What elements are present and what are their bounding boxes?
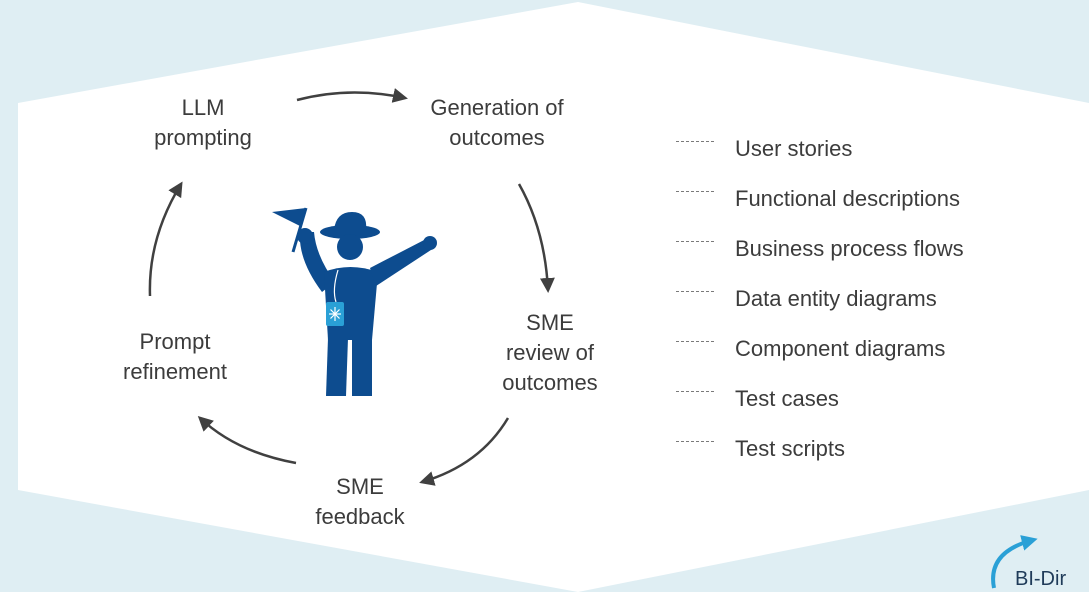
dash-connector (676, 141, 714, 142)
outputs-list: User stories Functional descriptions Bus… (676, 132, 964, 482)
list-item: Test cases (676, 382, 964, 432)
arrow-generation-to-review (517, 183, 555, 293)
arrow-llm-to-generation (296, 88, 408, 103)
node-sme-feedback: SME feedback (315, 474, 405, 529)
dash-connector (676, 191, 714, 192)
arrow-feedback-to-refinement (197, 415, 297, 465)
node-sme-review: SME review of outcomes (502, 310, 598, 395)
dash-connector (676, 341, 714, 342)
dash-connector (676, 391, 714, 392)
list-item: User stories (676, 132, 964, 182)
dash-connector (676, 241, 714, 242)
list-item: Test scripts (676, 432, 964, 482)
brand-arrow-icon (991, 535, 1038, 589)
dash-connector (676, 291, 714, 292)
dash-connector (676, 441, 714, 442)
arrow-refinement-to-llm (148, 181, 183, 297)
arrow-review-to-feedback (419, 417, 510, 486)
list-item: Functional descriptions (676, 182, 964, 232)
node-generation-of-outcomes: Generation of outcomes (430, 95, 564, 150)
list-item: Data entity diagrams (676, 282, 964, 332)
list-item: Business process flows (676, 232, 964, 282)
node-prompt-refinement: Prompt refinement (123, 329, 227, 384)
node-llm-prompting: LLM prompting (154, 95, 252, 150)
list-item: Component diagrams (676, 332, 964, 382)
brand-text: BI-Dir (1015, 568, 1067, 590)
